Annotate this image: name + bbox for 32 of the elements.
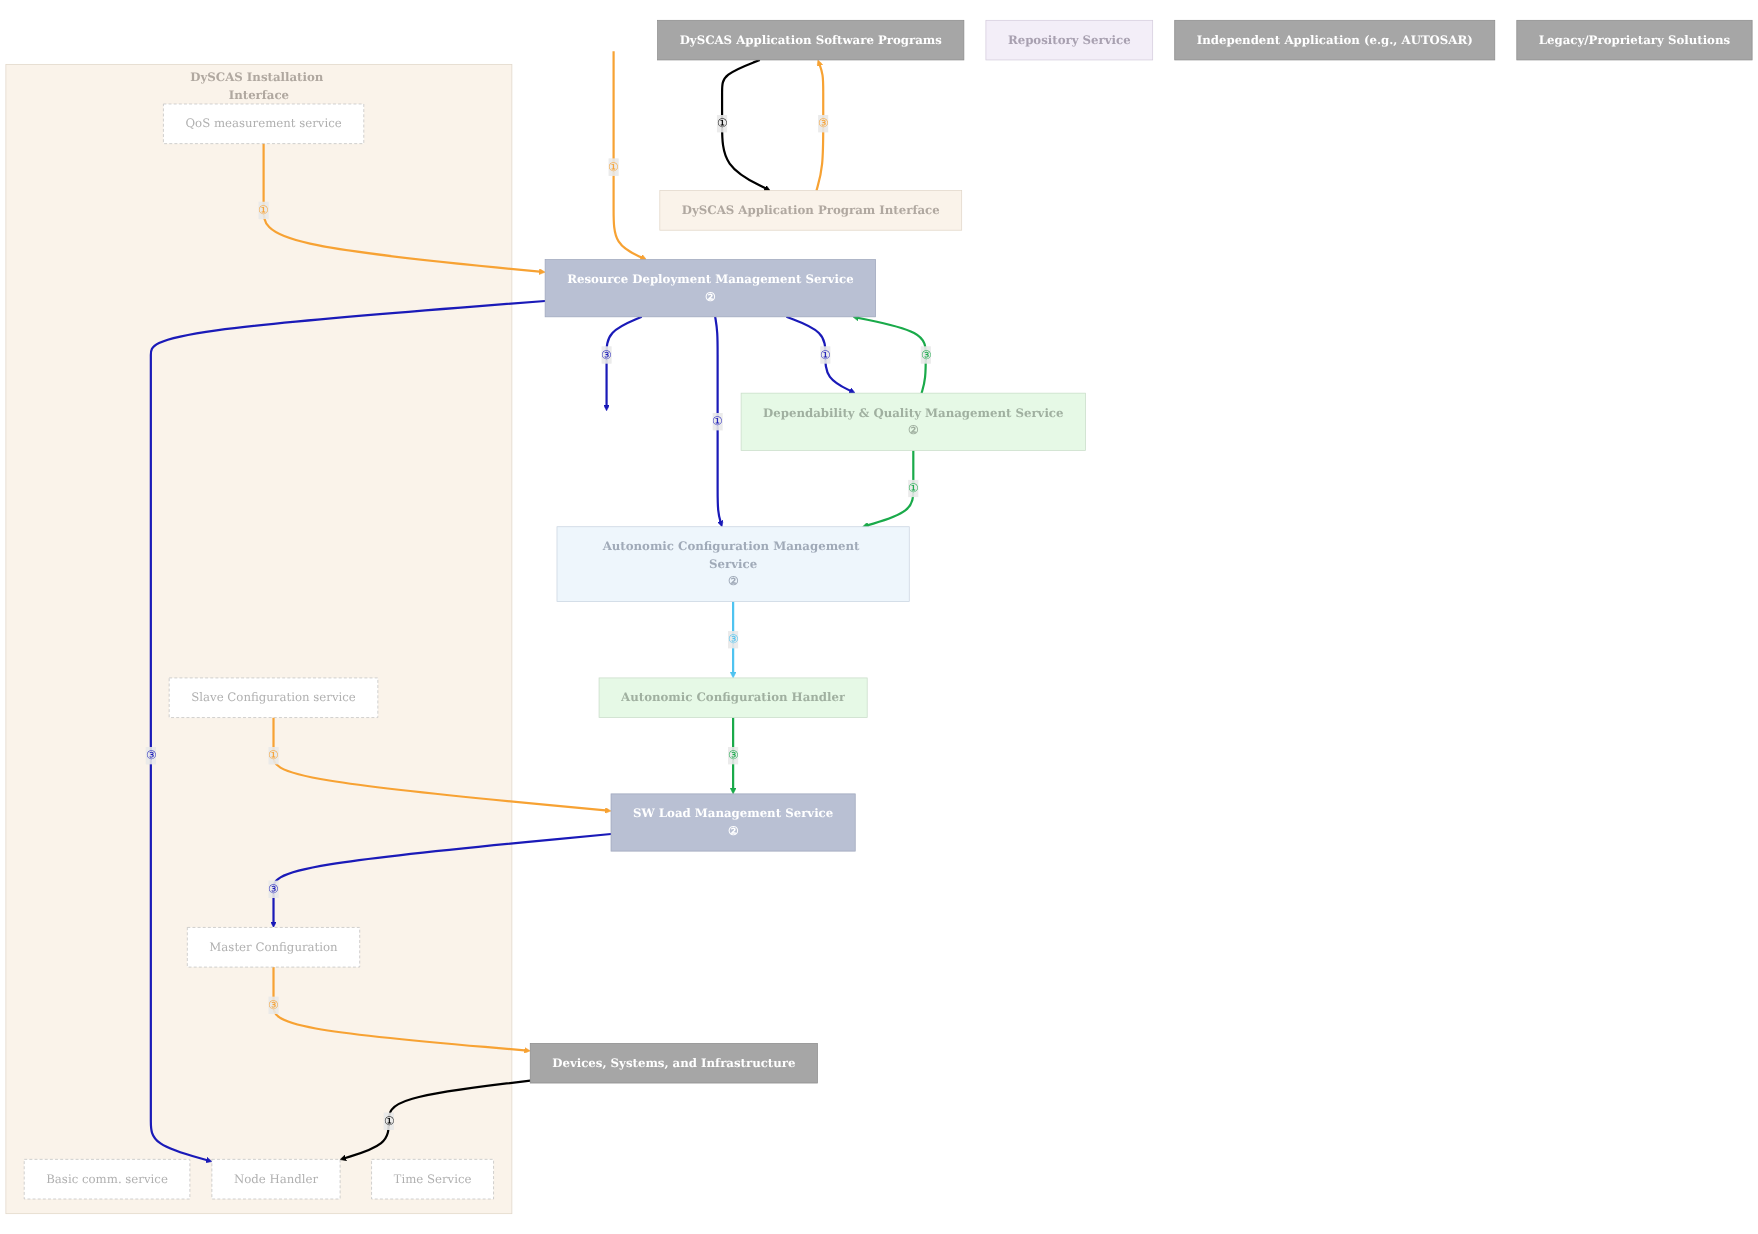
arrow — [714, 316, 724, 527]
node-box — [1516, 19, 1753, 61]
node-box — [168, 677, 379, 718]
node-box — [1174, 19, 1496, 61]
arrow — [339, 1079, 531, 1161]
node-box — [544, 259, 876, 318]
arrow — [815, 59, 825, 191]
cluster — [5, 64, 513, 1215]
arrow — [149, 299, 546, 1164]
arrow — [262, 143, 546, 275]
node-box — [23, 1159, 191, 1200]
node-box — [985, 19, 1154, 61]
node-box — [211, 1159, 341, 1200]
arrow — [272, 717, 612, 814]
node-box — [659, 190, 963, 231]
node-box — [556, 526, 910, 602]
node-box — [186, 927, 361, 968]
arrow — [852, 314, 927, 394]
node-box — [610, 793, 856, 852]
arrow — [603, 315, 643, 412]
node-box — [740, 392, 1086, 451]
arrow — [270, 832, 612, 928]
node-box — [529, 1043, 818, 1084]
arrow — [862, 450, 915, 529]
node-box — [163, 103, 365, 144]
arrow — [612, 51, 647, 261]
node-box — [598, 677, 868, 718]
node-box — [657, 19, 965, 61]
node-box — [371, 1159, 494, 1200]
arrow — [721, 58, 771, 191]
arrow — [272, 967, 531, 1054]
arrow — [786, 315, 856, 394]
